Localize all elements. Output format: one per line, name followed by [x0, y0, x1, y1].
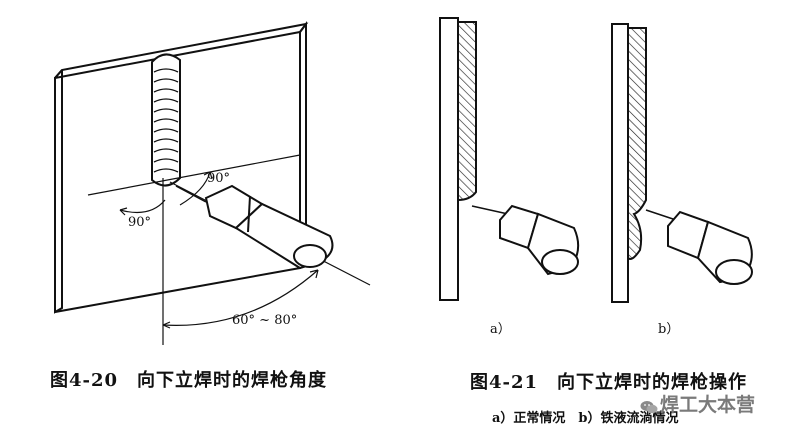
fig20-weld-bead — [151, 53, 181, 187]
fig20-torch — [175, 184, 334, 270]
fig21-subcaption: a）正常情况 b）铁液流淌情况 — [492, 411, 679, 426]
wechat-icon — [640, 401, 658, 414]
watermark-text: 焊工大本营 — [660, 394, 756, 416]
fig21-panel-b-label: b） — [658, 322, 680, 337]
fig21a-torch — [471, 204, 580, 276]
fig21b-torch — [645, 209, 753, 285]
fig20-angle-label-c: 60° ~ 80° — [232, 313, 298, 328]
fig20-caption: 图4-20 向下立焊时的焊枪角度 — [50, 370, 328, 391]
fig21-caption: 图4-21 向下立焊时的焊枪操作 — [470, 372, 748, 393]
fig20-angle-label-a: 90° — [207, 171, 231, 186]
fig21-panel-a-label: a） — [490, 322, 511, 337]
fig21a-plate — [439, 17, 477, 301]
fig20-angle-label-b: 90° — [128, 215, 152, 230]
fig21b-plate — [611, 23, 647, 303]
